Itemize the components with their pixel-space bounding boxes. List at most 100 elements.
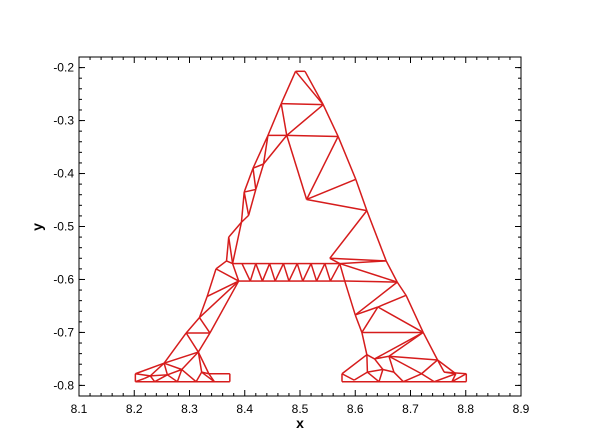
mesh-edge <box>149 362 165 377</box>
y-tick-label: -0.3 <box>53 114 74 128</box>
mesh-edge <box>377 294 407 308</box>
y-tick-label: -0.6 <box>53 272 74 286</box>
mesh-edge <box>252 163 264 169</box>
mesh-edge <box>166 374 178 383</box>
mesh-edge <box>209 280 240 334</box>
mesh-edge <box>195 371 203 383</box>
y-tick-label: -0.8 <box>53 378 74 392</box>
mesh-edge <box>282 263 290 282</box>
mesh-edge <box>367 368 384 373</box>
mesh-edge <box>388 355 438 361</box>
mesh-edge <box>436 359 445 373</box>
mesh-edge <box>185 317 201 334</box>
mesh-edge <box>322 104 339 137</box>
mesh-edge <box>163 332 187 364</box>
mesh-edge <box>252 168 257 190</box>
mesh-edge <box>206 280 240 298</box>
mesh-edge <box>243 167 254 193</box>
mesh-edge <box>262 135 269 165</box>
mesh-edge <box>355 179 368 211</box>
mesh-edge <box>201 371 215 383</box>
mesh-edge <box>339 263 346 282</box>
mesh-edge <box>377 306 424 334</box>
mesh-edge <box>341 354 368 375</box>
mesh-edge <box>421 359 439 375</box>
mesh-edge <box>388 331 424 357</box>
y-tick-label: -0.2 <box>53 61 74 75</box>
x-tick-label: 8.9 <box>513 402 530 416</box>
mesh-edge <box>378 369 384 382</box>
mesh-edge <box>143 375 151 380</box>
mesh-edge <box>197 332 211 353</box>
mesh-edge <box>355 306 379 316</box>
mesh-edge <box>228 221 243 238</box>
mesh-edge <box>231 263 240 282</box>
mesh-edge <box>215 268 240 282</box>
mesh-edge <box>181 351 199 371</box>
mesh-edge <box>366 354 375 360</box>
mesh-edge <box>226 260 233 265</box>
mesh-edge <box>329 210 368 259</box>
mesh-edge <box>403 373 422 383</box>
mesh-edge <box>197 351 203 373</box>
plot-frame <box>78 56 522 397</box>
mesh-edge <box>361 332 368 355</box>
mesh-edge <box>150 374 168 377</box>
mesh-edge <box>451 373 457 383</box>
mesh-edge <box>354 281 398 316</box>
mesh-edge <box>280 103 288 136</box>
mesh-edge <box>374 331 424 360</box>
mesh-edge <box>243 191 250 216</box>
mesh-edge <box>393 371 404 383</box>
mesh-edge <box>339 260 387 265</box>
mesh-edge <box>197 351 210 375</box>
mesh-edge <box>324 263 332 282</box>
mesh-edges <box>134 70 468 383</box>
y-axis-title: y <box>29 223 45 231</box>
mesh-edge <box>302 263 312 282</box>
mesh-edge <box>261 263 271 282</box>
mesh-edge <box>135 362 165 375</box>
mesh-edge <box>135 373 151 377</box>
mesh-edge <box>240 214 250 223</box>
mesh-edge <box>366 371 380 383</box>
mesh-edge <box>366 354 369 373</box>
mesh-edge <box>274 263 285 282</box>
mesh-edge <box>444 371 456 375</box>
mesh-edge <box>227 236 234 264</box>
x-tick-label: 8.3 <box>181 402 198 416</box>
mesh-edge <box>185 332 199 353</box>
mesh-edge <box>267 103 282 136</box>
mesh-edge <box>306 198 367 212</box>
mesh-edge <box>198 296 208 318</box>
mesh-edge <box>198 280 240 319</box>
mesh-edge <box>329 263 341 282</box>
mesh-edge <box>329 257 387 262</box>
mesh-edge <box>268 263 276 282</box>
mesh-edge <box>231 222 243 264</box>
mesh-edge <box>304 70 324 106</box>
mesh-edge <box>339 262 398 283</box>
mesh-edge <box>176 369 183 382</box>
mesh-edge <box>396 281 407 296</box>
mesh-edge <box>167 368 183 376</box>
mesh-edge <box>388 356 395 373</box>
x-tick-label: 8.4 <box>236 402 253 416</box>
mesh-edge <box>344 280 356 316</box>
mesh-edge <box>255 263 264 282</box>
mesh-edge <box>341 373 355 381</box>
mesh-edge <box>388 355 422 375</box>
mesh-edge <box>385 260 398 283</box>
x-tick-label: 8.2 <box>126 402 143 416</box>
mesh-edge <box>154 374 168 383</box>
mesh-edge <box>329 257 341 265</box>
mesh-edge <box>163 351 199 364</box>
mesh-edge <box>315 263 326 282</box>
mesh-edge <box>280 70 297 104</box>
mesh-edge <box>225 237 230 261</box>
mesh-edge <box>149 375 156 383</box>
y-tick-label: -0.4 <box>53 167 74 181</box>
mesh-edge <box>240 192 245 223</box>
